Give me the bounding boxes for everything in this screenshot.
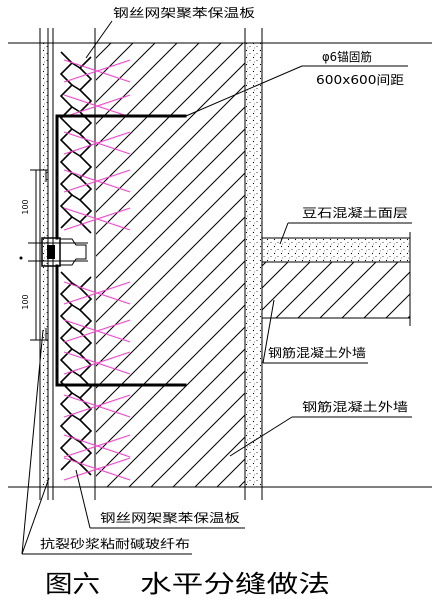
leader-mortar-b	[21, 477, 50, 555]
insulation-profile-link	[71, 194, 81, 201]
anchor-wire-diagonal	[63, 169, 131, 193]
insulation-profile-link	[71, 304, 81, 311]
dimension-label-upper: 100	[21, 199, 30, 214]
insulation-profile-link	[71, 128, 81, 135]
joint-sealant-block	[41, 237, 61, 267]
inner-plaster-layer	[245, 43, 262, 487]
label-anchor-bar: φ6锚固筋	[322, 49, 372, 64]
joint-sealant-core	[47, 245, 55, 259]
label-anti-crack-mortar: 抗裂砂浆粘耐碱玻纤布	[40, 536, 190, 551]
rc-slab-hatch	[261, 261, 411, 319]
anchor-wire-diagonal	[63, 131, 131, 155]
anchor-wires	[63, 59, 131, 481]
anchor-wire-diagonal	[63, 434, 131, 458]
label-pea-gravel-screed: 豆石混凝土面层	[302, 205, 408, 220]
anchor-wire-diagonal	[63, 394, 131, 418]
label-rc-wall-upper: 钢筋混凝土外墙	[268, 345, 366, 360]
leader-rc-wall-upper	[262, 299, 275, 364]
outer-mortar-layer	[40, 43, 48, 487]
label-top-insulation-board: 钢丝网架聚苯保温板	[113, 6, 255, 20]
anchor-wire-diagonal	[63, 351, 131, 375]
joint-dimension: 100 100	[19, 169, 48, 341]
insulation-profile-right-lower	[78, 276, 93, 476]
anchor-wire-diagonal	[63, 319, 131, 343]
insulation-profile-right-upper	[78, 56, 93, 234]
leader-mortar-a	[21, 329, 44, 555]
insulation-profile-link	[71, 370, 81, 377]
anchor-wire-diagonal	[63, 94, 131, 118]
anchor-wire-diagonal	[63, 457, 131, 481]
dimension-label-lower: 100	[21, 294, 30, 309]
horizontal-joint	[28, 237, 88, 267]
label-bottom-insulation-board: 钢丝网架聚苯保温板	[100, 511, 240, 525]
anchor-wire-diagonal	[63, 59, 131, 83]
insulation-profile-link	[71, 62, 81, 69]
pea-gravel-screed-layer	[261, 237, 411, 263]
leader-rc-wall-lower	[229, 416, 293, 457]
insulation-profile-link	[71, 106, 81, 113]
anchor-wire-diagonal	[63, 281, 131, 305]
leader-screed	[279, 222, 289, 245]
lower-anchor-bar	[55, 264, 187, 387]
caption-title: 水平分缝做法	[140, 570, 330, 598]
leader-bottom-insulation	[75, 469, 91, 529]
insulation-profile-link	[71, 172, 81, 179]
dimension-dot	[19, 256, 23, 260]
joint-cap-profile	[60, 238, 87, 266]
insulation-profile-link	[71, 392, 81, 399]
insulation-profile-link	[71, 414, 81, 421]
leader-top-insulation	[85, 20, 113, 59]
label-rc-wall-lower: 钢筋混凝土外墙	[302, 399, 408, 414]
rc-wall-hatch	[96, 43, 245, 487]
insulation-profile-link	[71, 150, 81, 157]
leader-anchor-bar	[185, 65, 303, 117]
insulation-profile-link	[71, 216, 81, 223]
insulation-board	[59, 51, 93, 476]
floor-slab	[261, 232, 411, 326]
insulation-profile-link	[71, 348, 81, 355]
insulation-profile-link	[71, 326, 81, 333]
upper-anchor-bar	[55, 114, 187, 240]
insulation-profile-link	[71, 84, 81, 91]
anchor-wire-diagonal	[63, 207, 131, 231]
caption-figure-number: 图六	[45, 570, 100, 598]
label-anchor-spacing: 600x600间距	[316, 73, 404, 87]
insulation-profile-left-upper	[59, 51, 74, 229]
